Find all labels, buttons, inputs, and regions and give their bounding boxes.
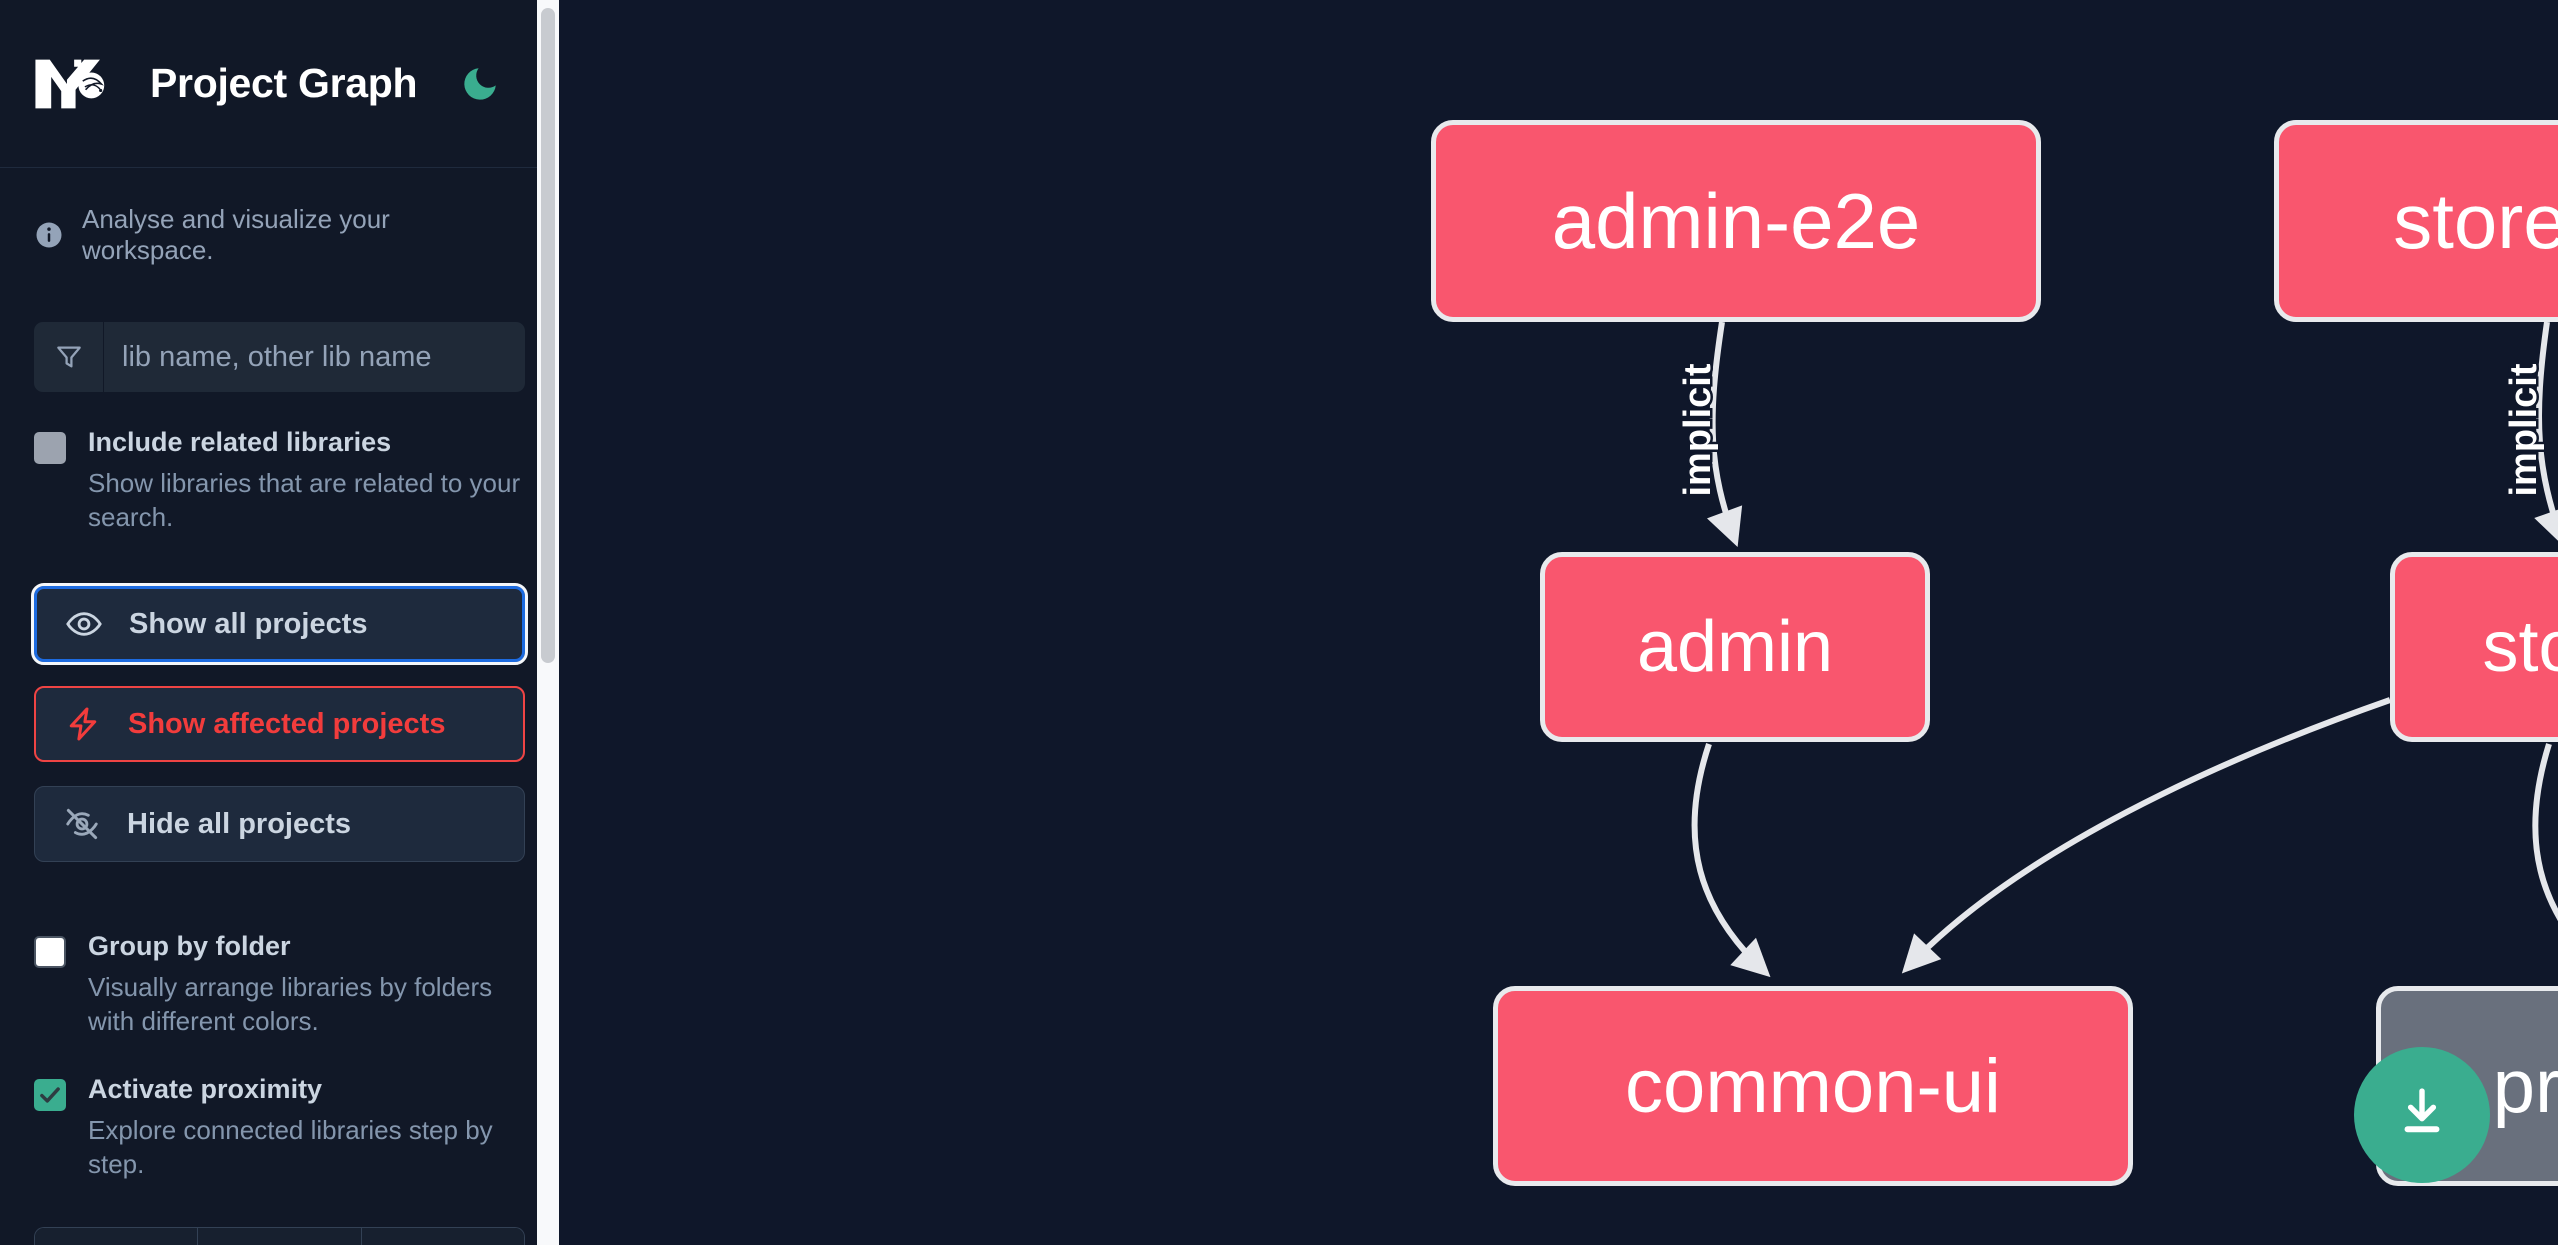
option-label: Activate proximity <box>88 1073 323 1104</box>
edge-label-implicit-admin: implicit <box>1675 361 1722 499</box>
option-text-block: Include related libraries Show libraries… <box>88 426 525 534</box>
checkbox-group-by-folder[interactable] <box>34 936 66 969</box>
option-activate-proximity[interactable]: Activate proximity Explore connected lib… <box>0 1039 559 1181</box>
eye-icon <box>65 605 103 643</box>
option-text-block: Group by folder Visually arrange librari… <box>88 930 525 1038</box>
page-title: Project Graph <box>150 60 418 106</box>
show-affected-projects-button[interactable]: Show affected projects <box>34 686 525 763</box>
sidebar-header: Project Graph <box>0 0 559 168</box>
bottom-button-group-segment-3[interactable] <box>361 1228 524 1245</box>
graph-node-store[interactable]: store <box>2390 552 2558 742</box>
edge-store-e2e-to-store <box>2534 321 2558 548</box>
moon-icon[interactable] <box>457 61 503 107</box>
option-text-block: Activate proximity Explore connected lib… <box>88 1073 525 1181</box>
bottom-button-group-segment-2[interactable] <box>198 1228 362 1245</box>
hide-all-projects-button[interactable]: Hide all projects <box>34 786 525 863</box>
edge-store-to-products <box>2532 743 2558 921</box>
show-all-projects-button[interactable]: Show all projects <box>31 583 528 666</box>
bottom-button-group[interactable] <box>34 1227 525 1245</box>
graph-node-admin[interactable]: admin <box>1540 552 1930 742</box>
option-description: Show libraries that are related to your … <box>88 467 521 533</box>
sidebar-tagline-text: Analyse and visualize your workspace. <box>82 204 390 265</box>
sidebar-scrollbar-track[interactable] <box>537 0 559 1245</box>
sidebar-scrollbar-thumb[interactable] <box>541 8 555 663</box>
eye-off-icon <box>63 805 101 843</box>
edge-store-to-common-ui <box>1901 697 2391 974</box>
checkbox-activate-proximity[interactable] <box>34 1078 66 1111</box>
node-label: common-ui <box>1625 1043 2001 1129</box>
graph-node-common-ui[interactable]: common-ui <box>1493 986 2133 1186</box>
show-affected-projects-label: Show affected projects <box>128 707 446 740</box>
show-all-projects-label: Show all projects <box>129 607 368 640</box>
sidebar: Project Graph Analyse and visualize yo <box>0 0 559 1245</box>
option-label: Group by folder <box>88 931 291 962</box>
node-label: store-e2e <box>2393 176 2558 265</box>
spacer <box>0 534 559 586</box>
option-description: Visually arrange libraries by folders wi… <box>88 972 493 1037</box>
svg-text:implicit: implicit <box>2503 363 2545 496</box>
sidebar-tagline: Analyse and visualize your workspace. <box>0 168 559 266</box>
node-label: store <box>2482 607 2558 687</box>
node-label: products <box>2492 1043 2558 1129</box>
edge-label-implicit-store: implicit <box>2501 361 2548 499</box>
bottom-button-group-segment-1[interactable] <box>35 1228 199 1245</box>
hide-all-projects-label: Hide all projects <box>127 807 352 840</box>
option-include-related-libraries[interactable]: Include related libraries Show libraries… <box>0 392 559 534</box>
spacer <box>0 862 559 896</box>
download-icon <box>2391 1082 2453 1149</box>
sidebar-scroll-region[interactable]: Project Graph Analyse and visualize yo <box>0 0 559 1245</box>
graph-node-admin-e2e[interactable]: admin-e2e <box>1431 120 2041 322</box>
graph-edges: implicit implicit <box>1675 321 2558 978</box>
lightning-icon <box>64 705 102 743</box>
node-label: admin-e2e <box>1551 176 1921 265</box>
option-description: Explore connected libraries step by step… <box>88 1114 493 1179</box>
option-label: Include related libraries <box>88 427 392 457</box>
option-group-by-folder[interactable]: Group by folder Visually arrange librari… <box>0 896 559 1038</box>
node-label: admin <box>1636 607 1834 687</box>
edge-admin-e2e-to-admin <box>1706 321 1743 548</box>
graph-node-store-e2e[interactable]: store-e2e <box>2274 120 2558 322</box>
info-icon <box>34 220 64 250</box>
edge-admin-to-common-ui <box>1691 743 1771 978</box>
search-input[interactable] <box>104 322 525 392</box>
checkbox-include-related-libraries[interactable] <box>34 432 66 464</box>
graph-canvas[interactable]: implicit implicit admin-e2e store-e2e ad… <box>559 0 2558 1245</box>
svg-text:implicit: implicit <box>1677 363 1719 496</box>
search-field-wrapper <box>34 322 525 392</box>
filter-icon[interactable] <box>34 322 104 392</box>
nx-logo-icon <box>34 55 120 113</box>
download-graph-button[interactable] <box>2354 1047 2490 1183</box>
